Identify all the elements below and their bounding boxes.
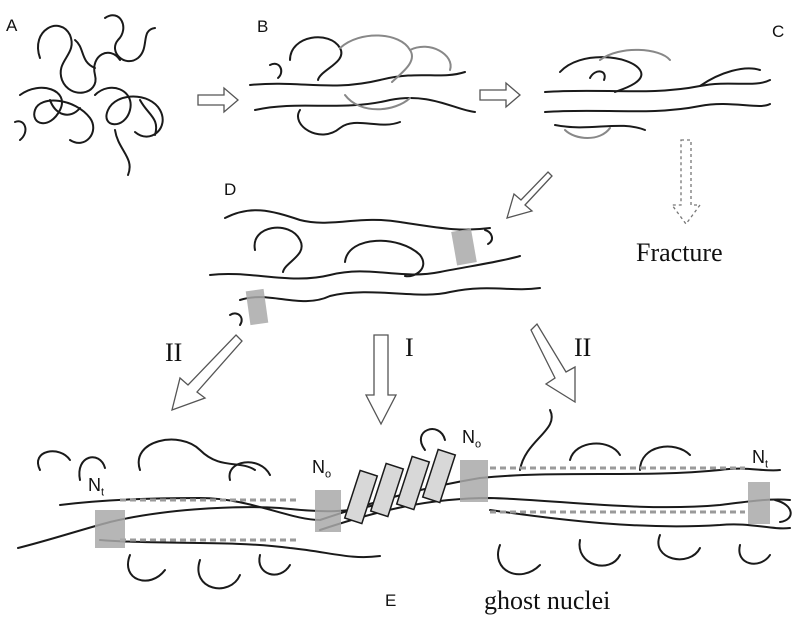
crystal-lamellae xyxy=(345,449,456,523)
nucleus-label-no-left: No xyxy=(312,457,331,481)
panel-a-random-coil xyxy=(15,15,163,175)
nucleus-label-nt-right: Nt xyxy=(752,447,768,471)
ghost-nuclei-label: ghost nuclei xyxy=(484,586,610,616)
nucleus-d-right xyxy=(451,229,477,266)
nucleus-nt-right xyxy=(748,482,770,524)
arrow-c-to-d xyxy=(507,172,552,218)
arrow-route-left xyxy=(172,335,242,410)
arrow-b-to-c xyxy=(480,83,520,107)
route-label-left: II xyxy=(165,338,182,368)
panel-label-a: A xyxy=(6,16,17,36)
panel-label-b: B xyxy=(257,17,268,37)
panel-c-oriented-chains xyxy=(545,50,770,138)
nucleus-label-nt-left: Nt xyxy=(88,475,104,499)
panel-label-d: D xyxy=(224,180,236,200)
arrow-route-center xyxy=(366,335,396,424)
arrow-a-to-b xyxy=(198,88,238,112)
nucleus-no-right xyxy=(460,460,488,502)
fracture-label: Fracture xyxy=(636,238,723,268)
panel-label-c: C xyxy=(772,22,784,42)
nucleus-no-left xyxy=(315,490,341,532)
arrow-route-right xyxy=(531,324,575,402)
nucleus-label-no-right: No xyxy=(462,427,481,451)
panel-label-e: E xyxy=(385,591,396,611)
nucleus-d-left xyxy=(246,289,269,325)
route-label-right: II xyxy=(574,333,591,363)
nucleus-nt-left xyxy=(95,510,125,548)
route-label-center: I xyxy=(405,333,414,363)
arrow-to-fracture xyxy=(672,140,700,224)
panel-b-aligned-chains xyxy=(250,35,475,134)
